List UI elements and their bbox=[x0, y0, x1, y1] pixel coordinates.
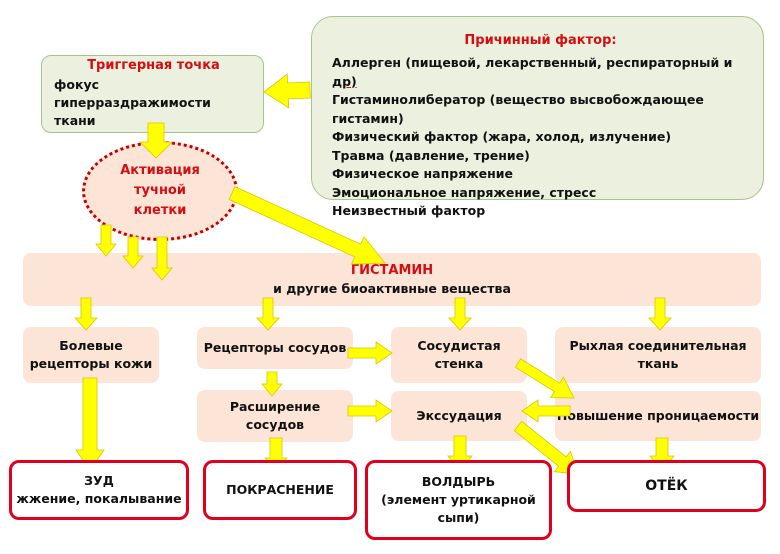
trigger-text: фокус гиперраздражимости ткани bbox=[54, 77, 211, 128]
skin-receptors-box: Болевые рецепторы кожи bbox=[23, 327, 159, 383]
edema-outcome: ОТЁК bbox=[567, 460, 766, 512]
mast-cell-line: Активация bbox=[120, 163, 200, 178]
trigger-title: Триггерная точка bbox=[87, 58, 220, 73]
cause-item: Эмоциональное напряжение, стресс bbox=[332, 184, 597, 200]
exudation-box: Экссудация bbox=[391, 391, 527, 441]
vessel-receptors-box: Рецепторы сосудов bbox=[197, 327, 353, 369]
cause-item: Гистаминолибератор (вещество высвобождаю… bbox=[332, 92, 704, 126]
dilation-box: Расширение сосудов bbox=[197, 390, 353, 442]
mast-cell-line: клетки bbox=[133, 203, 187, 218]
cause-item: Аллерген (пищевой, лекарственный, респир… bbox=[332, 55, 733, 89]
mast-cell-activation: Активация тучной клетки bbox=[82, 141, 238, 241]
histamine-box: ГИСТАМИН и другие биоактивные вещества bbox=[23, 253, 761, 306]
vascular-wall-box: Сосудистая стенка bbox=[391, 327, 527, 383]
permeability-box: Повышение проницаемости bbox=[555, 391, 761, 441]
cause-box: Причинный фактор: Аллерген (пищевой, лек… bbox=[311, 16, 764, 218]
cause-item: Физическое напряжение bbox=[332, 166, 514, 181]
cause-item: Травма (давление, трение) bbox=[332, 147, 530, 163]
wheal-outcome: ВОЛДЫРЬ (элемент уртикарной сыпи) bbox=[365, 460, 552, 540]
histamine-title: ГИСТАМИН bbox=[350, 263, 434, 278]
loose-tissue-box: Рыхлая соединительная ткань bbox=[555, 327, 761, 383]
itch-outcome: ЗУД жжение, покалывание bbox=[9, 460, 189, 520]
cause-list: Аллерген (пищевой, лекарственный, респир… bbox=[332, 54, 749, 221]
mast-cell-line: тучной bbox=[134, 183, 186, 198]
redness-outcome: ПОКРАСНЕНИЕ bbox=[203, 460, 357, 520]
histamine-subtitle: и другие биоактивные вещества bbox=[273, 281, 511, 296]
cause-title: Причинный фактор: bbox=[464, 33, 617, 48]
arrow-skin-receptors-to-itch bbox=[75, 377, 105, 471]
cause-item: Физический фактор (жара, холод, излучени… bbox=[332, 129, 672, 144]
trigger-box: Триггерная точка фокус гиперраздражимост… bbox=[41, 55, 264, 133]
arrow-dilation-to-exudation bbox=[347, 399, 393, 423]
arrow-vessel-receptors-to-vascular-wall bbox=[347, 341, 393, 365]
arrow-cause-to-trigger bbox=[263, 73, 311, 109]
cause-item: Неизвестный фактор bbox=[332, 203, 486, 218]
